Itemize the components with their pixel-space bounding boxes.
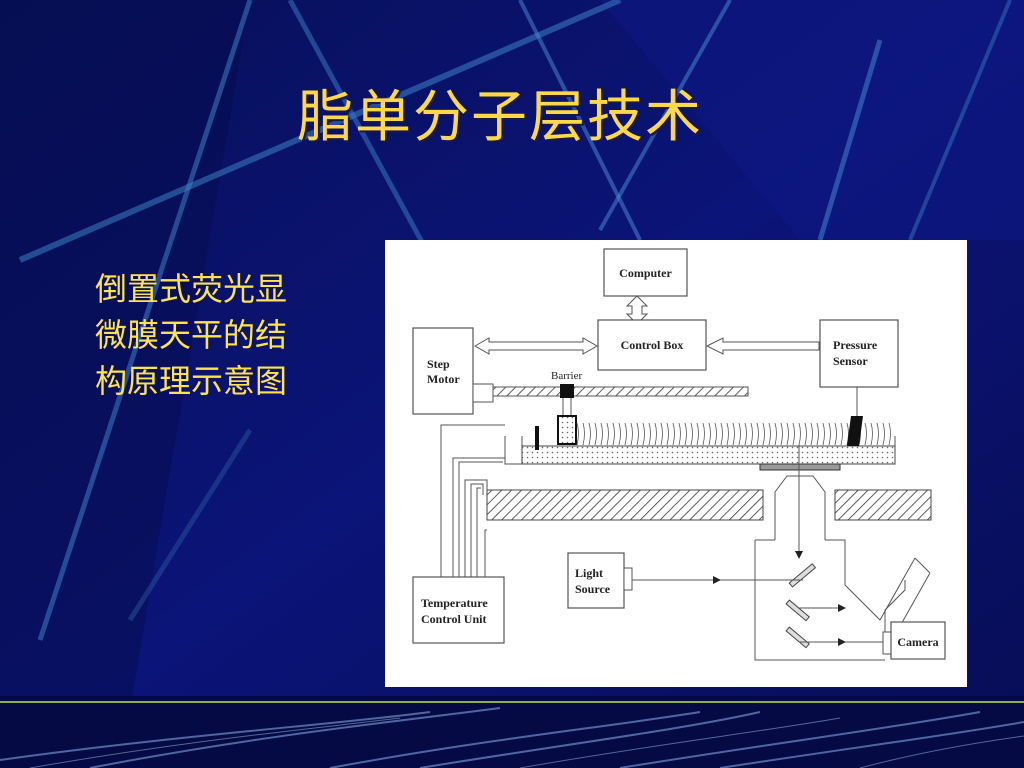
lipid-monolayer	[576, 422, 891, 446]
wilhelmy-plate	[847, 416, 863, 446]
stage-right	[834, 489, 932, 521]
mirror-2	[785, 599, 810, 622]
step-motor-box: Step Motor	[412, 327, 474, 415]
optical-window	[759, 463, 841, 471]
control-box: Control Box	[597, 319, 707, 371]
motor-control-arrow	[473, 337, 599, 355]
caption-line-3: 构原理示意图	[95, 362, 288, 400]
step-motor-label-2: Motor	[427, 372, 460, 386]
trough-subphase	[521, 445, 896, 465]
stage-left	[486, 489, 764, 521]
pressure-sensor-label-1: Pressure	[833, 338, 878, 352]
figure-caption: 倒置式荧光显 微膜天平的结 构原理示意图	[95, 266, 365, 404]
caption-line-1: 倒置式荧光显	[95, 270, 288, 308]
left-plate	[535, 426, 539, 450]
barrier-paddle	[557, 415, 577, 445]
control-box-label: Control Box	[621, 338, 684, 352]
camera-label: Camera	[897, 635, 938, 649]
caption-line-2: 微膜天平的结	[95, 316, 288, 354]
film-balance-diagram: Computer Control Box Step Motor Pressure…	[385, 240, 967, 687]
light-source-label-1: Light	[575, 566, 603, 580]
mirror-3	[785, 626, 810, 649]
objective	[774, 475, 826, 540]
temperature-tubing	[440, 424, 505, 577]
motor-shaft-coupler	[472, 383, 494, 403]
dichroic-mirror	[788, 563, 817, 588]
light-source-label-2: Source	[575, 582, 611, 596]
pressure-sensor-label-2: Sensor	[833, 354, 868, 368]
temperature-control-box: Temperature Control Unit	[412, 576, 505, 644]
temperature-control-label-2: Control Unit	[421, 612, 486, 626]
barrier-label: Barrier	[551, 370, 582, 382]
camera-box: Camera	[882, 621, 946, 660]
slide-title: 脂单分子层技术	[297, 85, 703, 150]
computer-label: Computer	[619, 266, 672, 280]
sensor-control-arrow	[705, 337, 820, 355]
pressure-sensor-box: Pressure Sensor	[819, 319, 899, 388]
temperature-control-label-1: Temperature	[421, 596, 488, 610]
lead-screw	[492, 386, 749, 397]
barrier-block	[560, 384, 574, 398]
light-source-box: Light Source	[567, 552, 633, 609]
computer-box: Computer	[603, 248, 688, 297]
step-motor-label-1: Step	[427, 357, 450, 371]
